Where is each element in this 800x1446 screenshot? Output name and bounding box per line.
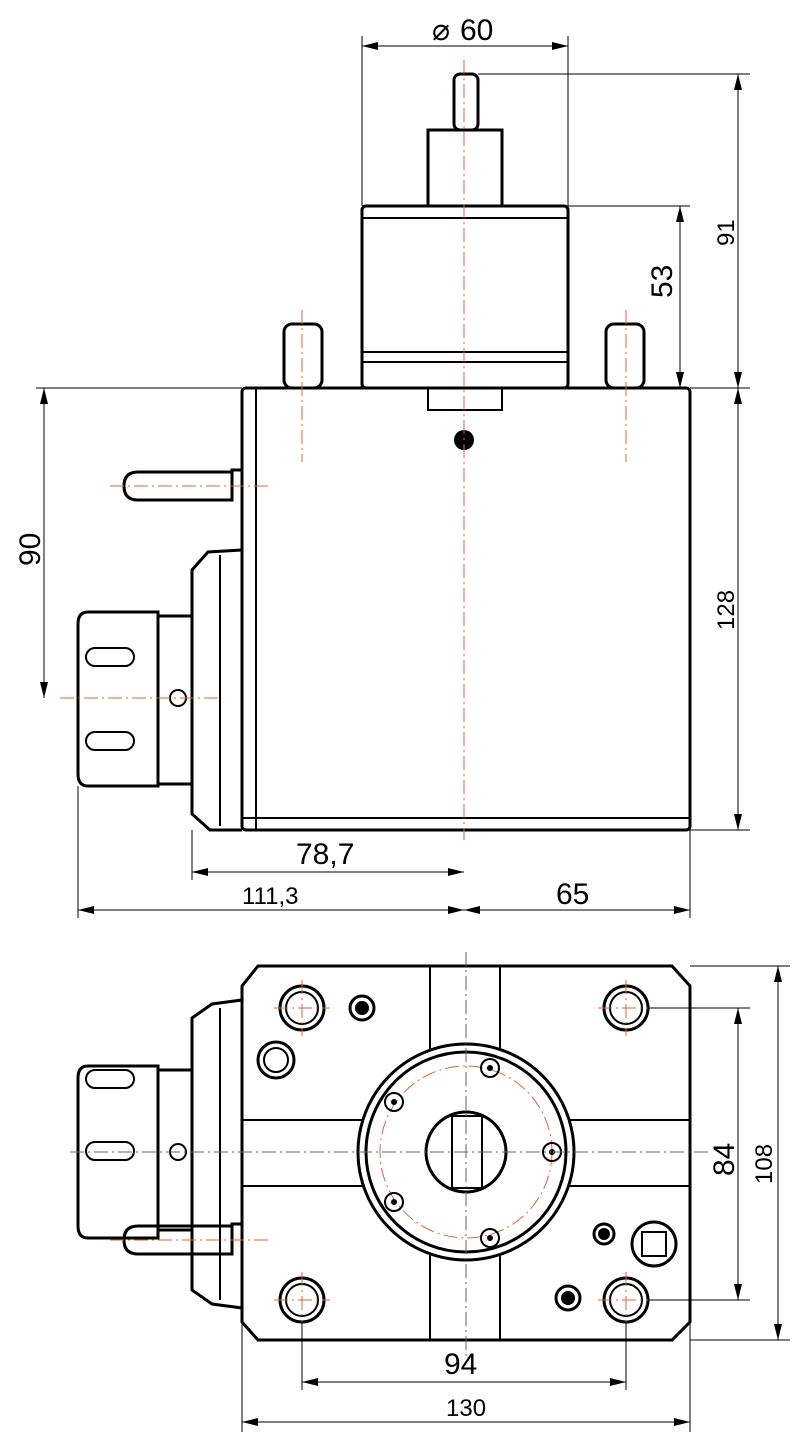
key-slot [427, 387, 503, 411]
dim-text-91: 91 [713, 219, 740, 246]
plan-plate [240, 964, 692, 1342]
dim-text-111-3: 111,3 [242, 883, 299, 910]
dim-diameter-60: ⌀ 60 [361, 14, 569, 206]
dim-text-94: 94 [444, 1348, 477, 1381]
locating-pin-right [604, 322, 646, 390]
dim-91: 91 [478, 73, 750, 389]
dim-130: 130 [241, 1322, 691, 1432]
dim-65: 65 [464, 830, 691, 918]
collet-nut [76, 610, 160, 788]
motor-housing [360, 204, 570, 390]
plan-view: 84 108 94 130 [70, 952, 790, 1432]
dim-text-60: 60 [460, 14, 493, 47]
dim-text-128: 128 [713, 590, 740, 630]
locating-pin-left [282, 322, 324, 390]
dim-text-65: 65 [556, 878, 589, 911]
dim-symbol-diameter: ⌀ [432, 14, 450, 47]
dim-90: 90 [14, 387, 242, 698]
lock-plug [630, 1220, 678, 1268]
front-main-body [240, 386, 692, 832]
dim-108: 108 [690, 965, 790, 1341]
front-view: ⌀ 60 91 53 90 [14, 14, 750, 918]
dim-text-78-7: 78,7 [296, 838, 354, 871]
dim-53: 53 [568, 205, 690, 388]
flange-bolts [384, 1058, 562, 1248]
spindle-collar [426, 128, 504, 208]
dim-text-53: 53 [646, 265, 679, 298]
spindle-shaft [452, 72, 480, 132]
side-pin [122, 468, 242, 502]
dim-text-84: 84 [708, 1143, 741, 1176]
dim-94: 94 [301, 1322, 627, 1390]
dim-text-130: 130 [446, 1395, 486, 1422]
dim-111-3: 111,3 [77, 786, 464, 918]
dim-78-7: 78,7 [191, 830, 464, 880]
dim-128: 128 [690, 388, 750, 831]
dim-84: 84 [648, 1007, 750, 1301]
dim-text-108: 108 [751, 1144, 778, 1184]
plan-collet-nut [76, 1064, 160, 1240]
dim-text-90: 90 [14, 533, 47, 566]
connector [256, 1040, 296, 1080]
left-step [190, 548, 243, 832]
plan-side-pin [122, 1222, 242, 1256]
collet-flange [156, 614, 194, 786]
